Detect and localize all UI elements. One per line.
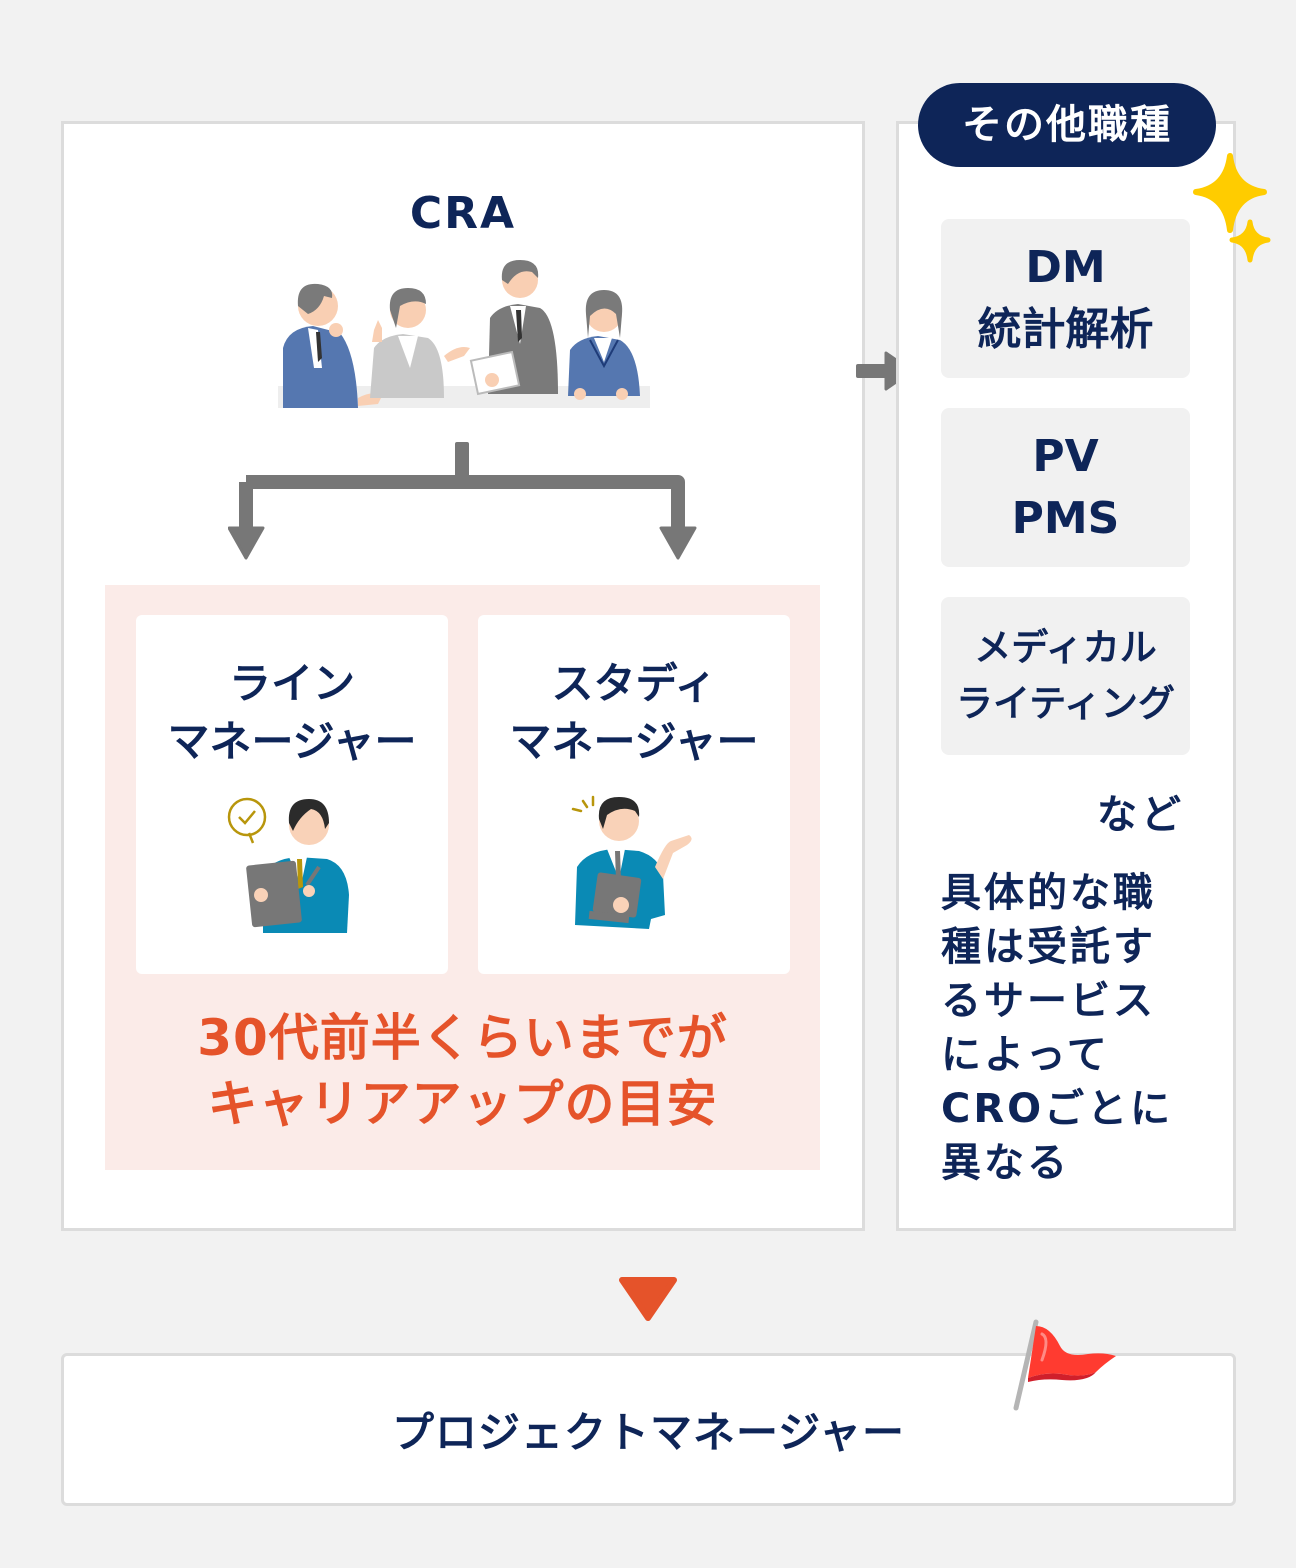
man-gesturing-illustration bbox=[571, 795, 692, 929]
cra-title: CRA bbox=[409, 188, 517, 239]
study-manager-title: スタディ マネージャー bbox=[509, 659, 759, 766]
arrow-down-icon bbox=[228, 526, 265, 560]
other-jobs-badge: その他職種 bbox=[918, 83, 1216, 167]
study-manager-card: スタディ マネージャー bbox=[478, 615, 790, 974]
project-manager-goal-box: プロジェクトマネージャー bbox=[61, 1353, 1236, 1506]
job-box-medical-writing: メディカル ライティング bbox=[941, 597, 1190, 755]
line-manager-title: ライン マネージャー bbox=[167, 659, 417, 766]
career-milestone-note: 30代前半くらいまでが キャリアアップの目安 bbox=[197, 1009, 728, 1133]
etc-label: など bbox=[1097, 792, 1185, 838]
red-flag-icon bbox=[1013, 1319, 1116, 1411]
line-manager-card: ライン マネージャー bbox=[136, 615, 448, 974]
job-box-dm-statistics: DM 統計解析 bbox=[941, 219, 1190, 378]
sparkle-icon bbox=[1193, 153, 1271, 263]
project-manager-label: プロジェクトマネージャー bbox=[391, 1408, 906, 1457]
other-jobs-note: 具体的な職 種は受託す るサービス によって CROごとに 異なる bbox=[941, 870, 1174, 1186]
team-meeting-illustration bbox=[278, 260, 650, 408]
job-box-pv-pms: PV PMS bbox=[941, 408, 1190, 567]
branch-arrows bbox=[228, 442, 697, 560]
man-clipboard-illustration bbox=[227, 797, 349, 933]
triangle-down-icon bbox=[619, 1277, 677, 1321]
arrow-down-icon bbox=[659, 526, 697, 560]
